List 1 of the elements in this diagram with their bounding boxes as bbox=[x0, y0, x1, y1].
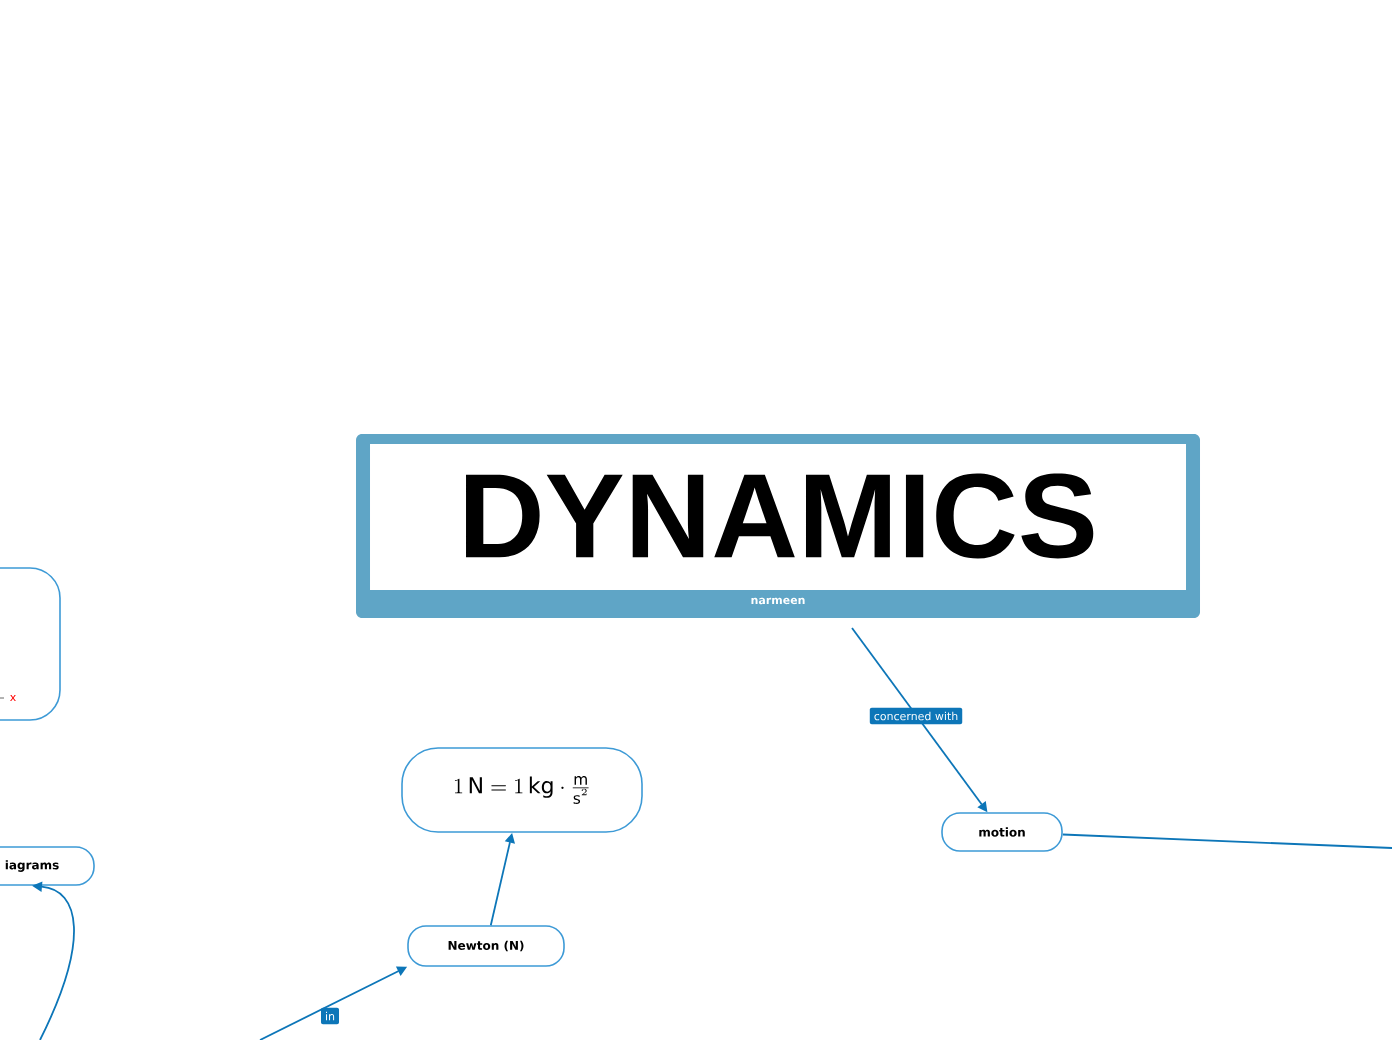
formula-box: $1\,\mathrm{N} = 1\,\mathrm{kg}\cdot\frac{\mathrm{m}}{\mathrm{s}^{2}}$ bbox=[401, 747, 643, 833]
